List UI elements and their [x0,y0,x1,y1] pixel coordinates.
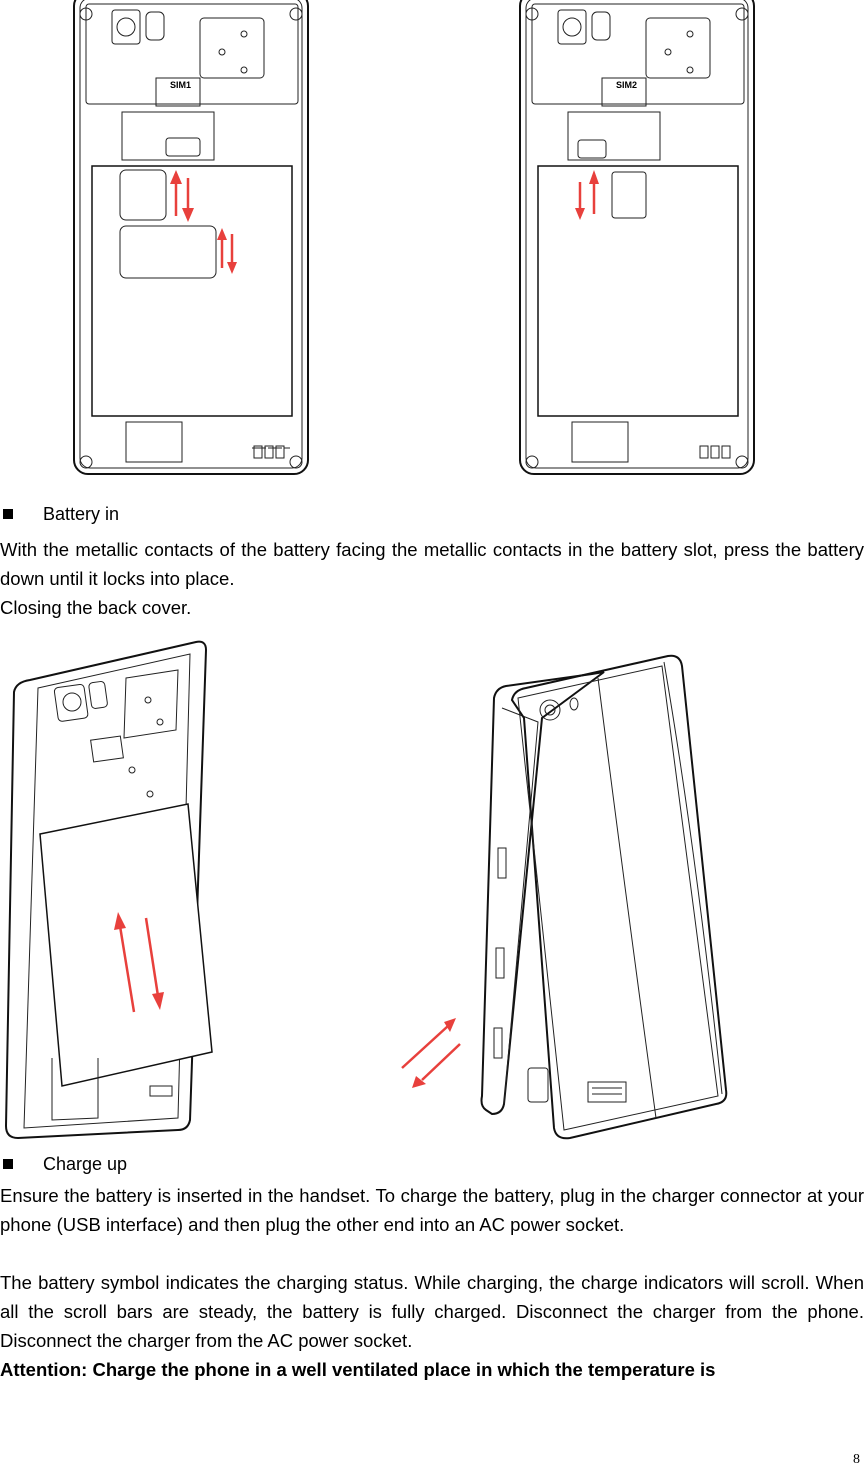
figure-battery-insert [0,634,220,1140]
page-number: 8 [853,1452,860,1467]
figure-back-cover-closing [392,648,742,1144]
sim2-label: SIM2 [616,80,637,90]
charge-attention-text: Attention: Charge the phone in a well ve… [0,1359,716,1380]
charge-up-paragraph-1: Ensure the battery is inserted in the ha… [0,1185,864,1235]
closing-back-cover-text: Closing the back cover. [0,597,192,618]
battery-in-paragraph: With the metallic contacts of the batter… [0,539,864,589]
figure-sim-insert: SIM1 [72,0,312,478]
figure-memory-card-insert: SIM2 [518,0,758,478]
charge-up-paragraph-2: The battery symbol indicates the chargin… [0,1272,864,1351]
bullet-square-icon [3,1159,13,1169]
bullet-square-icon [3,509,13,519]
sim1-label: SIM1 [170,80,191,90]
